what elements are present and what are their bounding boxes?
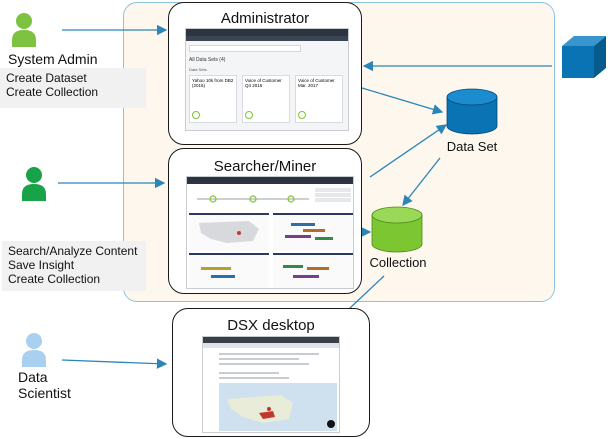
miner-app-bar xyxy=(187,177,353,184)
system-admin-person-icon xyxy=(12,13,36,47)
admin-card-status-icon xyxy=(245,111,253,119)
dsx-scroll-button[interactable] xyxy=(327,420,335,428)
data-scientist-label-line2: Scientist xyxy=(18,385,71,401)
task-save-insight: Save Insight xyxy=(8,258,75,272)
admin-dataset-card-2: Voice of Customer Q4 2016 xyxy=(242,75,290,123)
searcher-tasks: Search/Analyze Content Save Insight Crea… xyxy=(2,241,146,291)
searcher-person-icon xyxy=(22,167,46,201)
admin-card-status-icon xyxy=(192,111,200,119)
miner-side-options xyxy=(315,187,351,209)
arrow-miner-to-dataset xyxy=(369,124,448,178)
dataset-label: Data Set xyxy=(446,139,498,154)
dsx-toolbar xyxy=(203,343,339,348)
admin-tab-bar xyxy=(186,36,348,41)
dsx-desktop-panel: DSX desktop xyxy=(172,308,370,437)
miner-timeline-graphic xyxy=(197,195,309,203)
administrator-panel: Administrator All Data Sets (4) Data Set… xyxy=(168,2,362,145)
arrow-scientist-to-dsx xyxy=(61,358,168,369)
administrator-screenshot: All Data Sets (4) Data Sets Yahoo 10k fr… xyxy=(185,28,349,131)
admin-app-bar xyxy=(186,29,348,36)
collection-database-icon xyxy=(371,206,423,253)
system-admin-tasks: Create Dataset Create Collection xyxy=(0,68,146,108)
admin-section-title: All Data Sets (4) xyxy=(189,57,226,63)
miner-words-tile xyxy=(273,253,353,288)
data-scientist-person-icon xyxy=(22,333,46,367)
admin-card-status-icon xyxy=(298,111,306,119)
admin-subsection: Data Sets xyxy=(189,67,207,72)
task-search-analyze: Search/Analyze Content xyxy=(8,244,138,258)
searcher-miner-panel: Searcher/Miner xyxy=(168,148,362,294)
data-scientist-label-line1: Data xyxy=(18,369,48,385)
dsx-app-bar xyxy=(203,337,339,343)
admin-card-title-2: Voice of Customer Q4 2016 xyxy=(245,78,282,88)
data-scientist-label: Data Scientist xyxy=(18,369,71,401)
task-create-dataset: Create Dataset xyxy=(6,71,87,85)
arrow-dataset-to-collection xyxy=(402,157,441,207)
dsx-title: DSX desktop xyxy=(227,317,315,334)
task-create-collection-2: Create Collection xyxy=(8,272,101,286)
task-create-collection: Create Collection xyxy=(6,85,99,99)
admin-card-title-1: Yahoo 10k from DB2 (2016) xyxy=(192,78,234,88)
admin-dataset-card-1: Yahoo 10k from DB2 (2016) xyxy=(189,75,237,123)
miner-wordcloud-tile xyxy=(273,213,353,251)
dsx-map-output xyxy=(219,383,337,431)
searcher-miner-screenshot xyxy=(186,176,354,289)
data-source-cube-icon xyxy=(562,36,606,78)
system-admin-label: System Admin xyxy=(8,51,98,67)
admin-dataset-card-3: Voice of Customer Mar. 2017 xyxy=(295,75,343,123)
administrator-title: Administrator xyxy=(220,10,310,27)
admin-search-box xyxy=(189,45,301,52)
miner-map-tile xyxy=(189,213,269,251)
searcher-miner-title: Searcher/Miner xyxy=(213,158,317,175)
collection-label: Collection xyxy=(369,255,427,270)
dataset-database-icon xyxy=(446,88,498,135)
admin-card-title-3: Voice of Customer Mar. 2017 xyxy=(298,78,335,88)
dsx-screenshot xyxy=(202,336,340,433)
miner-chart-tile xyxy=(189,253,269,288)
arrow-admin-to-dataset xyxy=(361,87,444,115)
